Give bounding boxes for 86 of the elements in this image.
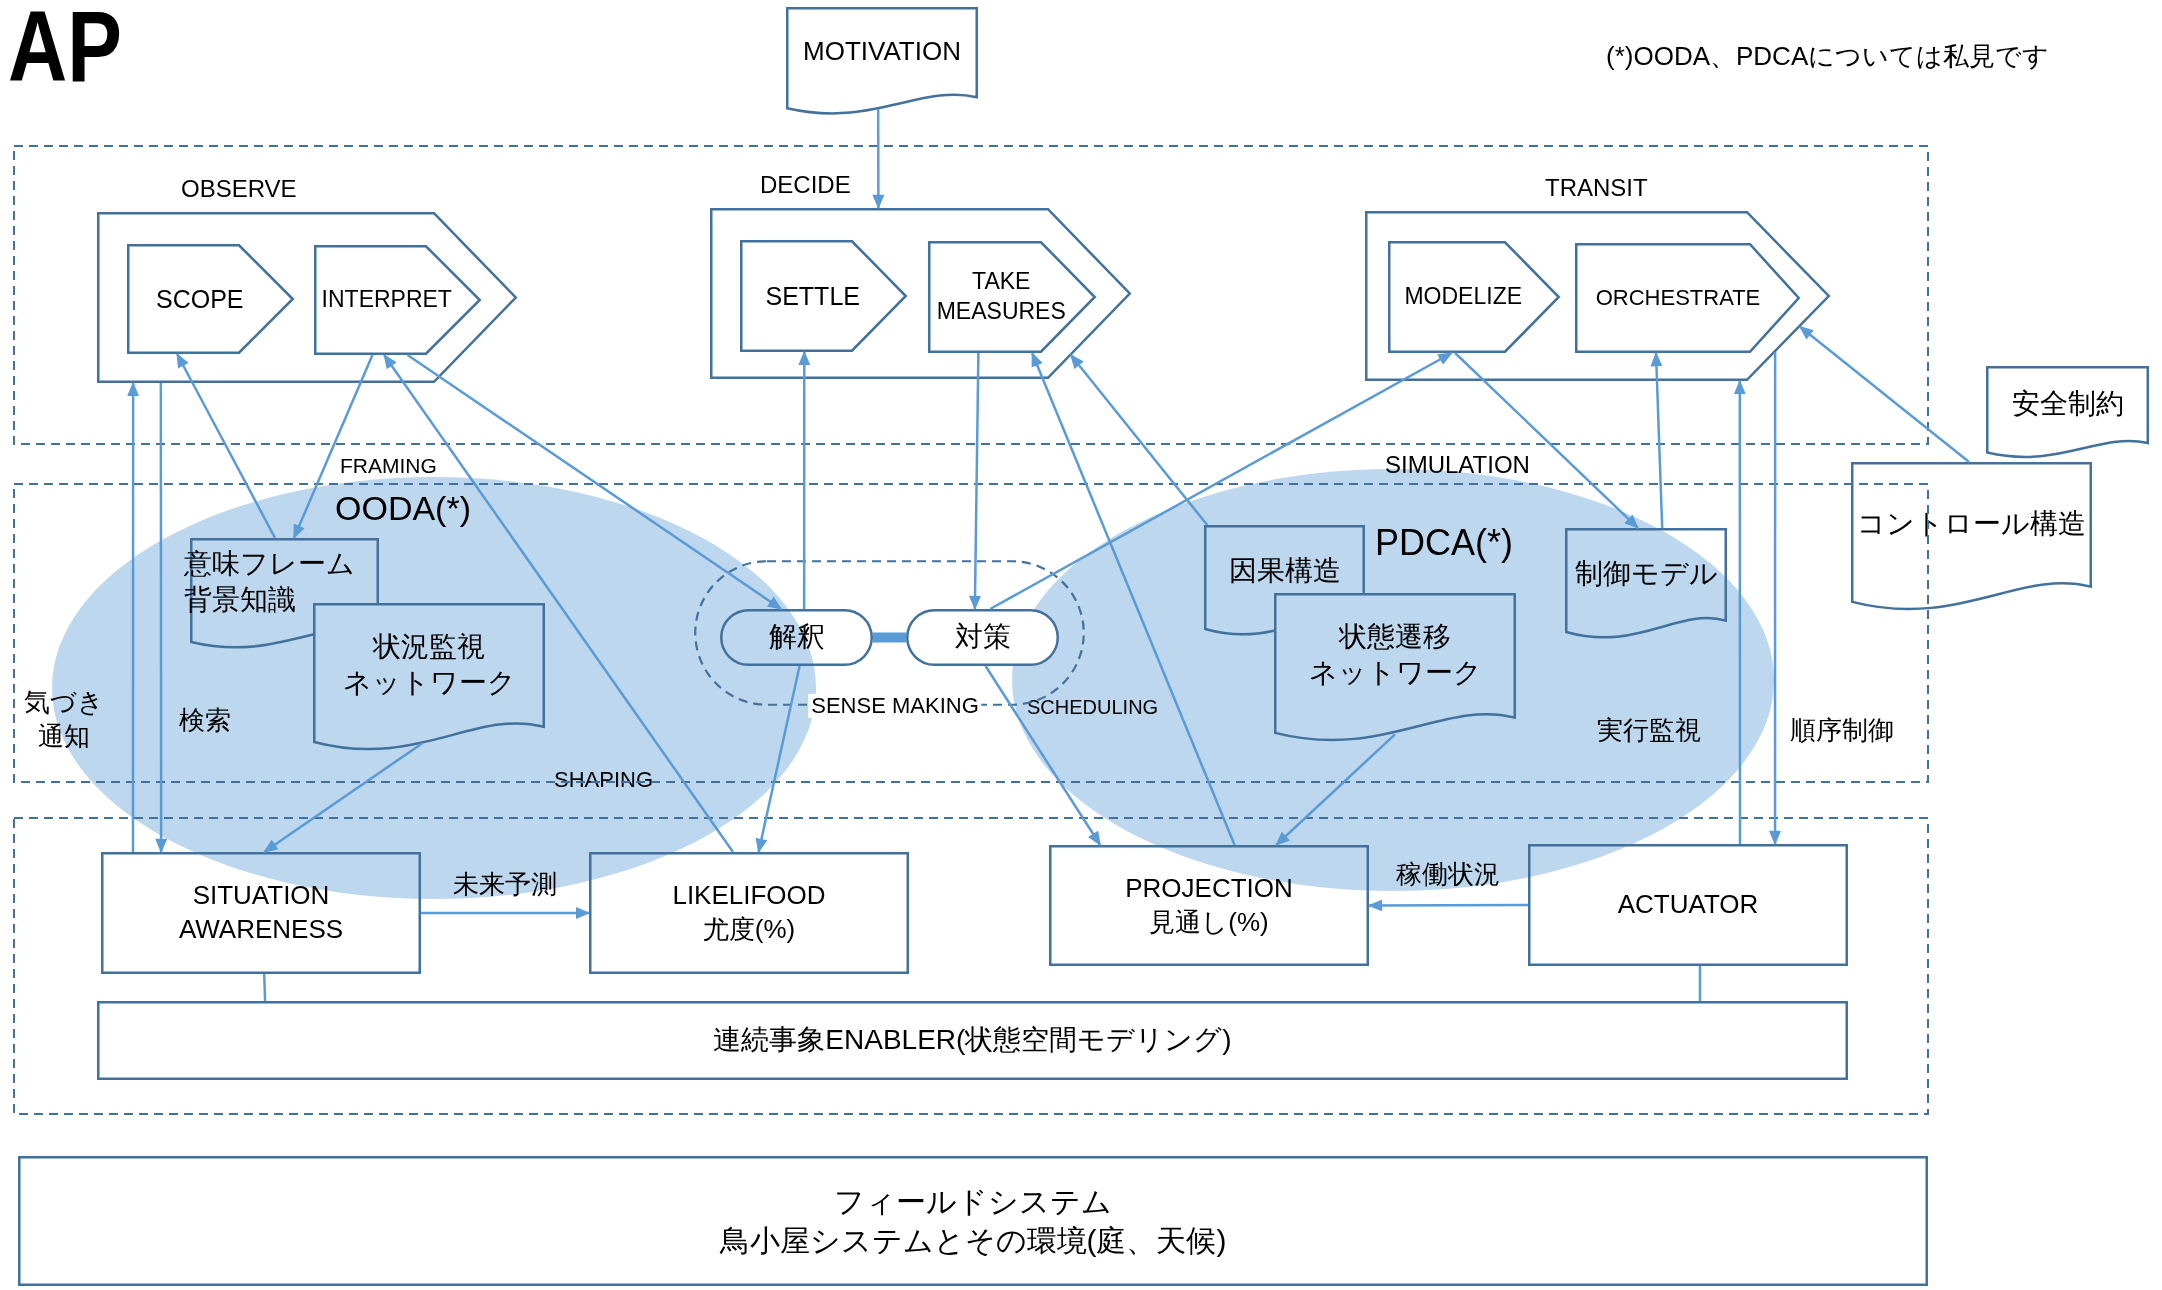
arrow (984, 665, 1102, 846)
arrow (989, 351, 1453, 611)
arrow (292, 354, 374, 540)
arrow (127, 381, 140, 852)
node-label: 状況監視 (373, 629, 485, 664)
node-label: LIKELIFOOD (672, 879, 826, 913)
node-label: SCOPE (156, 283, 244, 315)
title: AP (8, 0, 122, 99)
process-step (127, 244, 294, 354)
node-label: 解釈 (768, 620, 825, 655)
document-shape (786, 7, 978, 117)
process-box (97, 1001, 1848, 1080)
annotation-label: 実行監視 (1597, 716, 1701, 745)
node-label: ネットワーク (1308, 656, 1482, 691)
arrow (798, 350, 811, 609)
node-label: ネットワーク (342, 665, 516, 700)
node-label: 鳥小屋システムとその環境(庭、天候) (719, 1223, 1227, 1259)
node-label: ORCHESTRATE (1595, 283, 1761, 312)
edge-label: 未来予測 (453, 869, 557, 899)
region-title: OODA(*) (335, 490, 471, 528)
node-label: 状態遷移 (1339, 619, 1451, 654)
terminal-pill (720, 609, 873, 666)
edge-label: 稼働状況 (1396, 859, 1500, 889)
node-label: MODELIZE (1404, 282, 1523, 312)
node-label: 見通し(%) (1149, 905, 1269, 939)
node-label: SETTLE (765, 280, 860, 312)
arrow (155, 383, 168, 854)
connector-line (262, 973, 267, 1002)
node-label: INTERPRET (321, 285, 452, 315)
process-step (314, 245, 481, 355)
node-label: 因果構造 (1228, 554, 1341, 589)
annotation-label: FRAMING (340, 454, 437, 478)
process-step (928, 241, 1096, 353)
arrow (383, 354, 735, 853)
arrow (1031, 351, 1236, 846)
process-box (18, 1156, 1928, 1286)
arrow (176, 352, 277, 539)
process-box (589, 852, 909, 974)
node-label: 対策 (954, 620, 1011, 655)
node-label: 尤度(%) (702, 913, 796, 946)
region-title: PDCA(*) (1375, 523, 1513, 563)
document-shape (1986, 366, 2149, 460)
arrow (1733, 379, 1746, 844)
annotation-label: SIMULATION (1385, 452, 1530, 479)
arrow (1069, 354, 1209, 526)
process-box (1528, 844, 1848, 966)
arrow (1275, 733, 1396, 846)
node-label: 連続事象ENABLER(状態空間モデリング) (713, 1023, 1232, 1058)
process-step (1575, 243, 1800, 353)
annotation-label: SCHEDULING (1027, 696, 1159, 718)
annotation-label: 順序制御 (1790, 716, 1894, 745)
arrow (872, 109, 885, 210)
arrow (969, 353, 982, 611)
process-step (740, 240, 907, 352)
process-step (1388, 241, 1560, 353)
node-label: SITUATION AWARENESS (177, 879, 345, 946)
thick-connector-bar (873, 632, 906, 643)
node-label: フィールドシステム (834, 1184, 1112, 1220)
annotation-label: 気づき通知 (24, 686, 105, 753)
annotation-label: 検索 (179, 706, 231, 735)
terminal-pill (906, 609, 1059, 666)
arrow (1650, 351, 1664, 529)
group-heading: OBSERVE (181, 176, 297, 203)
group-heading: DECIDE (760, 172, 851, 199)
node-label: MOTIVATION (803, 35, 961, 69)
node-label: 安全制約 (2011, 387, 2124, 422)
arrow (1798, 325, 1970, 463)
node-label: 意味フレーム (184, 547, 355, 581)
document-shape (1565, 528, 1727, 641)
node-label: 制御モデル (1574, 557, 1718, 592)
node-label: PROJECTION (1125, 871, 1293, 905)
note-text: (*)OODA、PDCAについては私見です (1606, 42, 2050, 71)
node-label: 背景知識 (184, 583, 296, 618)
process-box (101, 852, 421, 974)
arrow (406, 353, 783, 611)
arrow (1454, 352, 1639, 529)
node-label: TAKE MEASURES (935, 267, 1067, 326)
arrow (1769, 351, 1782, 846)
arrow (755, 665, 801, 854)
group-heading: TRANSIT (1545, 175, 1648, 202)
arrow (421, 907, 591, 919)
arrow (1367, 899, 1528, 912)
region-label: SENSE MAKING (808, 693, 982, 719)
connector-line (1698, 966, 1702, 1001)
node-label: ACTUATOR (1617, 888, 1759, 922)
process-box (1049, 845, 1369, 966)
